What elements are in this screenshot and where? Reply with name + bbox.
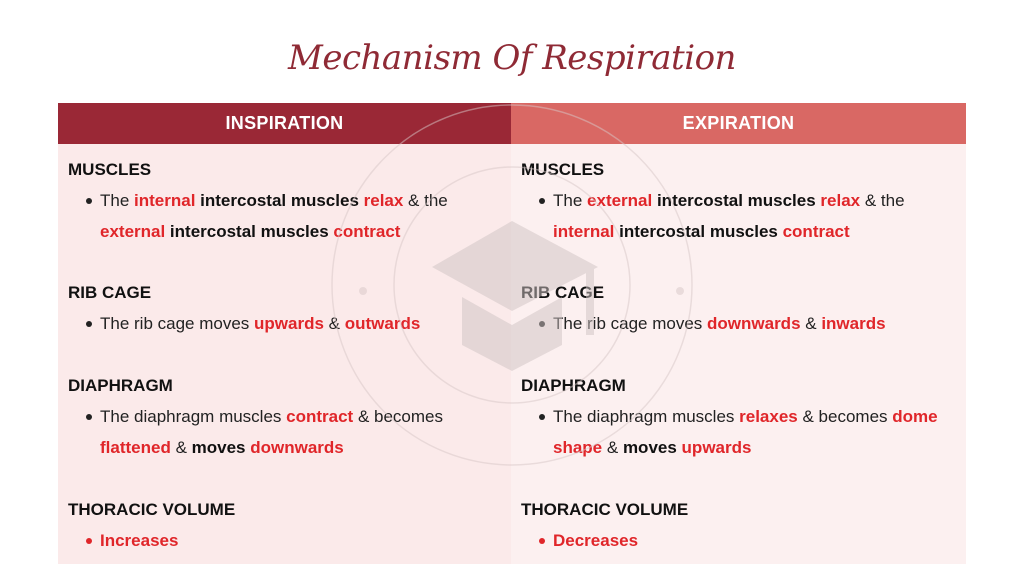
highlight-text: internal (553, 222, 615, 241)
bullet-item: The internal intercostal muscles relax &… (86, 185, 505, 247)
expiration-header: EXPIRATION (511, 103, 966, 144)
bullet-item: The rib cage moves upwards & outwards (86, 308, 505, 339)
highlight-text: flattened (100, 438, 171, 457)
bullet-list: The rib cage moves upwards & outwards (68, 308, 505, 339)
section-heading: RIB CAGE (521, 283, 605, 302)
text-segment: & (800, 314, 822, 333)
section-thoracic-volume: THORACIC VOLUME Increases (68, 494, 505, 556)
highlight-text: downwards (707, 314, 801, 333)
highlight-text: upwards (681, 438, 752, 457)
highlight-text: contract (333, 222, 401, 241)
bullet-list: Decreases (521, 525, 960, 556)
highlight-text: upwards (254, 314, 324, 333)
page-title: Mechanism Of Respiration (288, 38, 736, 78)
text-segment: & (323, 314, 345, 333)
bullet-item: Decreases (539, 525, 960, 556)
bullet-list: The external intercostal muscles relax &… (521, 185, 960, 247)
section-heading: MUSCLES (68, 160, 152, 179)
bullet-item: The external intercostal muscles relax &… (539, 185, 960, 247)
text-segment: intercostal muscles (652, 191, 821, 210)
bullet-list: The internal intercostal muscles relax &… (68, 185, 505, 247)
text-segment: The (553, 191, 588, 210)
text-segment: The rib cage moves (553, 314, 708, 333)
bullet-list: The rib cage moves downwards & inwards (521, 308, 960, 339)
text-segment: The diaphragm muscles (553, 407, 740, 426)
bullet-item: The diaphragm muscles contract & becomes… (86, 401, 505, 463)
bullet-item: The diaphragm muscles relaxes & becomes … (539, 401, 960, 463)
bullet-list: The diaphragm muscles contract & becomes… (68, 401, 505, 463)
highlight-text: internal (134, 191, 196, 210)
highlight-text: contract (782, 222, 850, 241)
section-heading: MUSCLES (521, 160, 605, 179)
text-segment: The (100, 191, 135, 210)
section-heading: DIAPHRAGM (68, 376, 173, 395)
section-rib-cage: RIB CAGE The rib cage moves upwards & out… (68, 277, 505, 339)
highlight-text: outwards (344, 314, 421, 333)
section-diaphragm: DIAPHRAGM The diaphragm muscles relaxes &… (521, 370, 960, 463)
highlight-text: inwards (821, 314, 886, 333)
highlight-text: relax (363, 191, 404, 210)
inspiration-column: MUSCLES The internal intercostal muscles … (58, 144, 511, 564)
text-segment: & the (860, 191, 905, 210)
text-segment: & the (403, 191, 448, 210)
text-segment: & (602, 438, 623, 457)
section-muscles: MUSCLES The internal intercostal muscles … (68, 154, 505, 247)
highlight-text: external (587, 191, 653, 210)
section-heading: DIAPHRAGM (521, 376, 626, 395)
highlight-text: relax (820, 191, 861, 210)
expiration-column: MUSCLES The external intercostal muscles … (511, 144, 966, 564)
section-muscles: MUSCLES The external intercostal muscles … (521, 154, 960, 247)
text-segment: moves (191, 438, 246, 457)
text-segment: The rib cage moves (100, 314, 255, 333)
text-segment: & becomes (353, 407, 443, 426)
text-segment: moves (622, 438, 677, 457)
section-thoracic-volume: THORACIC VOLUME Decreases (521, 494, 960, 556)
text-segment: The diaphragm muscles (100, 407, 287, 426)
section-heading: THORACIC VOLUME (68, 500, 236, 519)
highlight-text: downwards (250, 438, 344, 457)
highlight-text: relaxes (739, 407, 798, 426)
highlight-text: Increases (100, 531, 179, 550)
text-segment: intercostal muscles (195, 191, 364, 210)
section-heading: THORACIC VOLUME (521, 500, 689, 519)
bullet-list: Increases (68, 525, 505, 556)
section-rib-cage: RIB CAGE The rib cage moves downwards & i… (521, 277, 960, 339)
bullet-item: Increases (86, 525, 505, 556)
highlight-text: contract (286, 407, 354, 426)
bullet-item: The rib cage moves downwards & inwards (539, 308, 960, 339)
highlight-text: external (100, 222, 166, 241)
text-segment: & becomes (797, 407, 893, 426)
text-segment: & (170, 438, 192, 457)
bullet-list: The diaphragm muscles relaxes & becomes … (521, 401, 960, 463)
text-segment: intercostal muscles (165, 222, 334, 241)
comparison-table: INSPIRATION EXPIRATION MUSCLES The intern… (58, 103, 966, 564)
text-segment: intercostal muscles (614, 222, 783, 241)
highlight-text: Decreases (553, 531, 639, 550)
section-heading: RIB CAGE (68, 283, 152, 302)
section-diaphragm: DIAPHRAGM The diaphragm muscles contract … (68, 370, 505, 463)
inspiration-header: INSPIRATION (58, 103, 511, 144)
